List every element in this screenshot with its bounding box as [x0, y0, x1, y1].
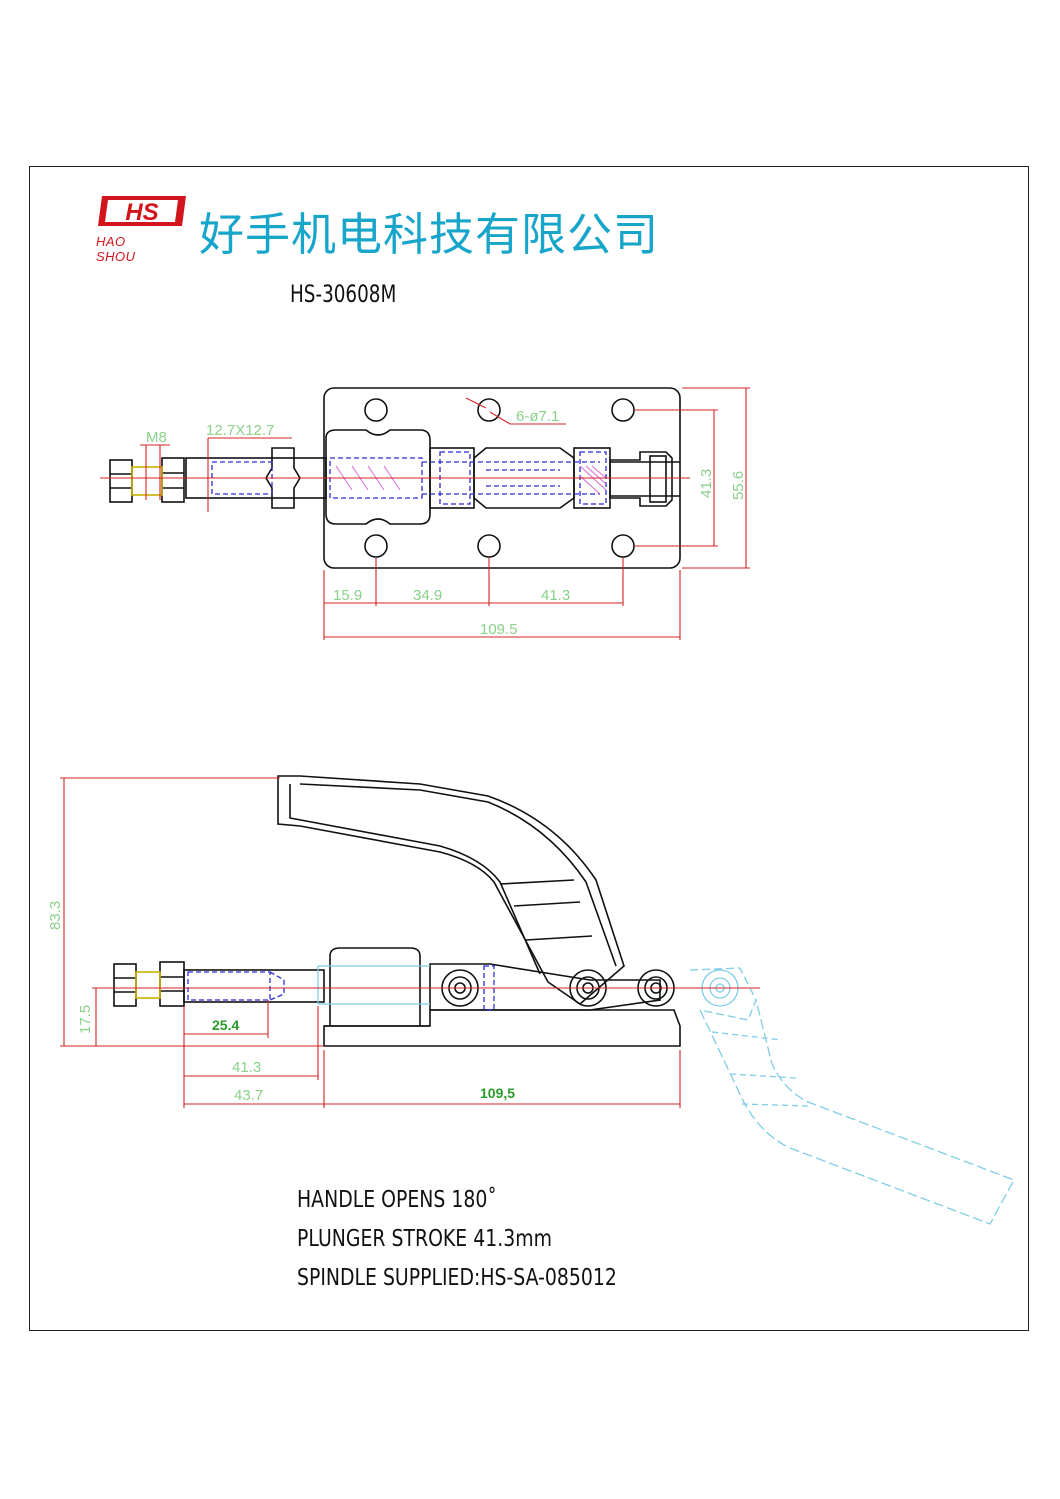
dim-extend: 43.7 — [234, 1087, 263, 1104]
dim-height: 83.3 — [47, 901, 64, 930]
hs-logo-mark: HS — [98, 196, 186, 226]
dim-length: 109,5 — [480, 1085, 515, 1101]
dim-stroke: 41.3 — [232, 1059, 261, 1076]
handle — [277, 775, 625, 1006]
side-base — [323, 1009, 681, 1047]
dim-d3: 41.3 — [541, 587, 570, 604]
dim-base: 17.5 — [77, 1005, 94, 1034]
drawing-frame — [29, 166, 1029, 1331]
side-view-dimensions — [60, 777, 681, 1108]
dim-overall: 109.5 — [480, 621, 518, 638]
side-view — [113, 775, 681, 1047]
dim-d2: 34.9 — [413, 587, 442, 604]
note-plunger-stroke: PLUNGER STROKE 41.3mm — [297, 1226, 552, 1252]
logo-mark-text: HS — [125, 199, 158, 226]
dim-thread-length: 25.4 — [212, 1017, 239, 1033]
top-view-thread — [335, 465, 607, 495]
note-spindle-supplied: SPINDLE SUPPLIED:HS-SA-085012 — [297, 1265, 617, 1291]
body-block — [325, 429, 431, 525]
company-name: 好手机电科技有限公司 — [199, 208, 660, 261]
dim-plunger: 12.7X12.7 — [206, 422, 274, 439]
side-view-dim-text: 83.3 17.5 25.4 41.3 43.7 109,5 — [47, 901, 515, 1104]
model-number: HS-30608M — [290, 280, 397, 308]
top-view-dimensions — [140, 387, 750, 640]
note-handle-opens: HANDLE OPENS 180˚ — [297, 1187, 497, 1213]
dim-holes: 6-ø7.1 — [516, 408, 559, 425]
dim-h-inner: 41.3 — [698, 469, 715, 498]
dim-d1: 15.9 — [333, 587, 362, 604]
ghost-handle — [317, 965, 1015, 1225]
dim-h-outer: 55.6 — [730, 471, 747, 500]
side-body — [329, 947, 421, 1026]
top-view-dim-text: M8 12.7X12.7 6-ø7.1 15.9 34.9 41.3 109.5… — [146, 408, 747, 638]
logo-subtitle: HAO SHOU — [96, 234, 136, 264]
dim-thread: M8 — [146, 429, 167, 446]
